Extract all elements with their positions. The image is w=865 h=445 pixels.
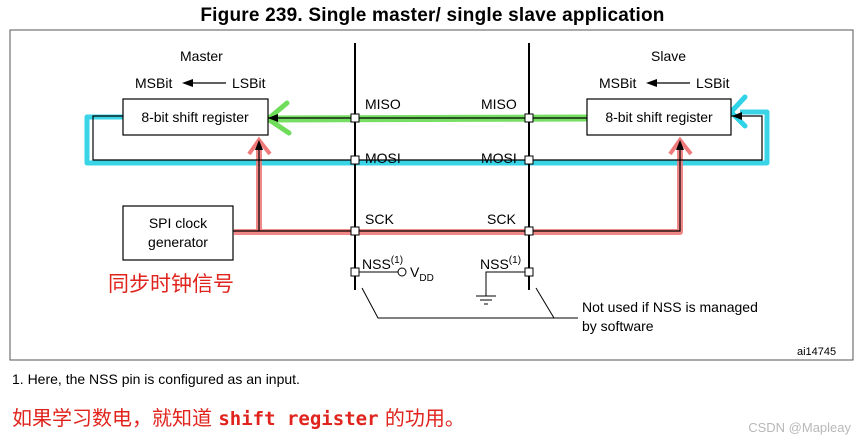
slave-nss-text: NSS — [480, 256, 509, 272]
slave-shift-register-label: 8-bit shift register — [605, 109, 713, 125]
master-msbit-label: MSBit — [135, 75, 172, 91]
slave-mosi-label: MOSI — [481, 150, 517, 166]
mosi-arrowhead — [732, 112, 742, 120]
sck-wire — [233, 142, 681, 232]
slave-sck-label: SCK — [487, 211, 516, 227]
slave-nss-footnote-mark: (1) — [509, 255, 521, 266]
ground-icon — [476, 295, 496, 305]
master-sck-pin — [350, 226, 360, 236]
sck-highlight — [234, 142, 683, 235]
chinese-note-prefix: 如果学习数电，就知道 — [12, 406, 219, 430]
mosi-wire — [92, 115, 763, 161]
sck-arrowhead-slave — [676, 140, 684, 150]
figure-title: Figure 239. Single master/ single slave … — [200, 5, 665, 26]
vdd-subscript: DD — [419, 273, 433, 284]
master-shift-register-label: 8-bit shift register — [141, 109, 249, 125]
slave-lsbit-label: LSBit — [696, 75, 730, 91]
master-nss-label: NSS(1) — [362, 255, 403, 272]
clock-generator-label-2: generator — [148, 234, 208, 250]
slave-nss-pin — [524, 267, 534, 277]
vdd-text: V — [410, 264, 420, 280]
slave-shift-register — [586, 98, 732, 136]
slave-heading: Slave — [651, 48, 686, 64]
master-miso-label: MISO — [365, 96, 401, 112]
figure-frame — [9, 29, 854, 361]
master-mosi-pin — [350, 155, 360, 165]
slave-miso-label: MISO — [481, 96, 517, 112]
chinese-note-code: shift register — [218, 408, 379, 430]
vdd-label: VDD — [410, 264, 434, 284]
chinese-note-suffix: 的功用。 — [378, 406, 465, 430]
spi-clock-generator — [122, 205, 234, 261]
slave-mosi-pin — [524, 155, 534, 165]
figure-reference: ai14745 — [797, 346, 836, 358]
watermark: CSDN @Mapleay — [748, 420, 851, 435]
master-nss-footnote-mark: (1) — [391, 255, 403, 266]
callout-line-slave — [535, 287, 555, 319]
slave-miso-pin — [524, 113, 534, 123]
master-miso-pin — [350, 113, 360, 123]
master-lsbit-label: LSBit — [232, 75, 266, 91]
clock-generator-label-1: SPI clock — [149, 215, 208, 231]
master-heading: Master — [180, 48, 223, 64]
master-mosi-label: MOSI — [365, 150, 401, 166]
miso-arrowhead — [268, 114, 278, 122]
slave-msbit-label: MSBit — [599, 75, 636, 91]
callout-note-line-1: Not used if NSS is managed — [582, 299, 758, 315]
master-nss-pin — [350, 267, 360, 277]
sck-arrowhead-master — [255, 140, 263, 150]
slave-bit-arrowhead — [646, 79, 657, 87]
master-shift-register — [122, 98, 269, 136]
slave-nss-label: NSS(1) — [480, 255, 521, 272]
vdd-terminal — [397, 267, 407, 277]
callout-line-master — [361, 287, 578, 319]
callout-note-line-2: by software — [582, 318, 654, 334]
master-nss-text: NSS — [362, 256, 391, 272]
sync-clock-annotation: 同步时钟信号 — [108, 272, 234, 296]
slave-sck-pin — [524, 226, 534, 236]
footnote: 1. Here, the NSS pin is configured as an… — [12, 371, 300, 387]
chinese-note: 如果学习数电，就知道 shift register 的功用。 — [12, 402, 465, 431]
slave-nss-ground-wire — [485, 271, 525, 296]
master-bit-arrowhead — [182, 79, 193, 87]
master-sck-label: SCK — [365, 211, 394, 227]
